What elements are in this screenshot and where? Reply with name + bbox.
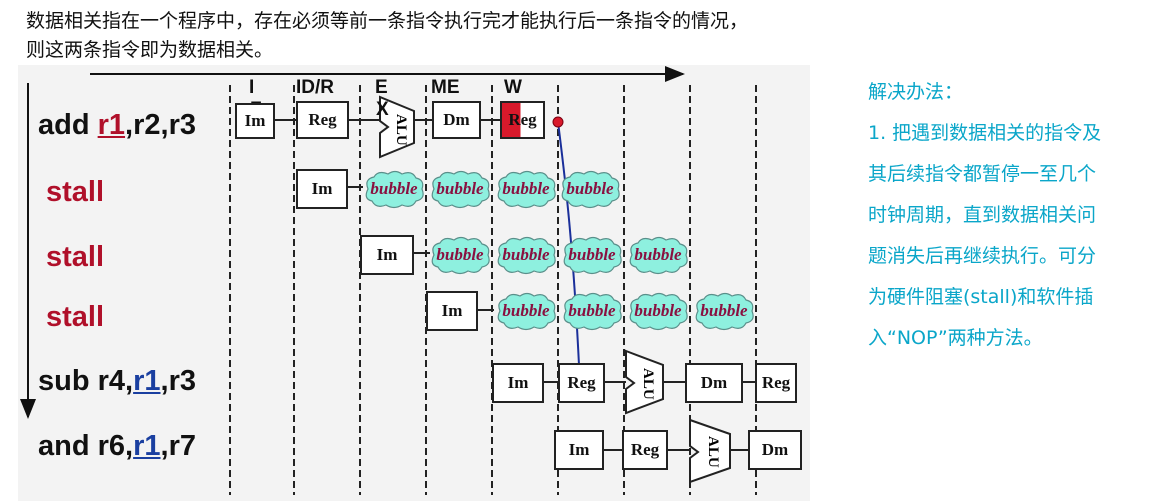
instruction-and: and r6,r1,r7 bbox=[38, 430, 196, 463]
bubble-label: bubble bbox=[436, 245, 484, 264]
instruction-sub-operands: ,r3 bbox=[160, 365, 196, 397]
alu-shape-row1 bbox=[379, 95, 415, 159]
alu-label-row6: ALU bbox=[705, 436, 721, 468]
bubble-cloud-shape bbox=[497, 236, 556, 275]
cycle-separators bbox=[229, 85, 757, 495]
stage-label-if: I bbox=[249, 77, 255, 98]
bubble-label: bubble bbox=[436, 179, 484, 198]
stage-label-ex: E bbox=[375, 77, 388, 98]
instruction-stall-2: stall bbox=[46, 241, 105, 273]
dm-unit-row5: Dm bbox=[685, 363, 743, 403]
alu-shape-row5 bbox=[625, 349, 664, 415]
heading-line-2: 则这两条指令即为数据相关。 bbox=[26, 39, 274, 61]
bubble-4: bubble bbox=[558, 169, 622, 209]
pipeline-lines bbox=[20, 66, 757, 495]
bubble-cloud-shape bbox=[561, 170, 620, 209]
bubble-label: bubble bbox=[568, 245, 616, 264]
im-unit-row6: Im bbox=[554, 430, 604, 470]
alu-label-row1: ALU bbox=[393, 114, 409, 146]
bubble-cloud-shape bbox=[497, 170, 556, 209]
bubble-label: bubble bbox=[502, 301, 550, 320]
hazard-origin-dot bbox=[552, 116, 564, 128]
instruction-and-op: and r6, bbox=[38, 430, 134, 462]
solution-title: 解决办法： bbox=[868, 81, 964, 103]
alu-label-row5: ALU bbox=[640, 368, 656, 400]
solution-panel: 解决办法： 1. 把遇到数据相关的指令及 其后续指令都暂停一至几个 时钟周期，直… bbox=[868, 72, 1168, 359]
instruction-stall-1: stall bbox=[46, 176, 105, 208]
bubble-cloud-shape bbox=[365, 170, 424, 209]
im-unit-row1: Im bbox=[235, 103, 275, 139]
im-unit-row2: Im bbox=[296, 169, 348, 209]
pipeline-diagram: I F ID/R F E X ME M W B add r1,r2,r3 sta… bbox=[18, 65, 810, 501]
instruction-add-operands: ,r2,r3 bbox=[125, 109, 196, 141]
instruction-sub-op: sub r4, bbox=[38, 365, 134, 397]
instruction-sub: sub r4,r1,r3 bbox=[38, 365, 196, 398]
instruction-and-operands: ,r7 bbox=[160, 430, 196, 462]
bubble-label: bubble bbox=[634, 301, 682, 320]
bubble-label: bubble bbox=[568, 301, 616, 320]
bubble-cloud-shape bbox=[629, 236, 688, 275]
dm-unit-row1: Dm bbox=[432, 101, 481, 139]
bubble-label: bubble bbox=[502, 245, 550, 264]
bubble-cloud-shape bbox=[629, 292, 688, 331]
bubble-label: bubble bbox=[370, 179, 418, 198]
bubble-12: bubble bbox=[692, 291, 756, 331]
bubble-2: bubble bbox=[428, 169, 492, 209]
stage-label-wb: W bbox=[504, 77, 522, 98]
bubble-cloud-shape bbox=[563, 236, 622, 275]
bubble-6: bubble bbox=[494, 235, 558, 275]
bubble-cloud-shape bbox=[497, 292, 556, 331]
stage-label-ex-2: X bbox=[376, 99, 389, 120]
stage-label-mem: ME bbox=[431, 77, 460, 98]
stage-label-id: ID/R bbox=[296, 77, 334, 98]
solution-line-5: 为硬件阻塞(stall)和软件插 bbox=[868, 286, 1094, 308]
reg-unit-row6: Reg bbox=[622, 430, 668, 470]
bubble-8: bubble bbox=[626, 235, 690, 275]
bubble-cloud-shape bbox=[563, 292, 622, 331]
alu-shape-row6 bbox=[689, 418, 731, 484]
reg-unit-row1: Reg bbox=[296, 101, 349, 139]
bubble-3: bubble bbox=[494, 169, 558, 209]
bubble-7: bubble bbox=[560, 235, 624, 275]
instruction-sub-src: r1 bbox=[133, 365, 161, 397]
reg-unit-row5: Reg bbox=[558, 363, 605, 403]
solution-line-6: 入“NOP”两种方法。 bbox=[868, 327, 1043, 349]
solution-line-1: 1. 把遇到数据相关的指令及 bbox=[868, 122, 1102, 144]
bubble-label: bubble bbox=[566, 179, 614, 198]
im-unit-row3: Im bbox=[360, 235, 414, 275]
dm-unit-row6: Dm bbox=[748, 430, 802, 470]
bubble-label: bubble bbox=[634, 245, 682, 264]
instruction-stall-3: stall bbox=[46, 301, 105, 333]
bubble-9: bubble bbox=[494, 291, 558, 331]
instruction-add: add r1,r2,r3 bbox=[38, 109, 196, 142]
instruction-and-src: r1 bbox=[133, 430, 161, 462]
heading-line-1: 数据相关指在一个程序中，存在必须等前一条指令执行完才能执行后一条指令的情况， bbox=[26, 10, 749, 32]
bubble-cloud-shape bbox=[431, 236, 490, 275]
solution-line-2: 其后续指令都暂停一至几个 bbox=[868, 163, 1097, 185]
solution-line-4: 题消失后再继续执行。可分 bbox=[868, 245, 1097, 267]
bubble-cloud-shape bbox=[695, 292, 754, 331]
solution-line-3: 时钟周期，直到数据相关问 bbox=[868, 204, 1097, 226]
im-unit-row5: Im bbox=[492, 363, 544, 403]
bubble-label: bubble bbox=[700, 301, 748, 320]
instruction-add-op: add bbox=[38, 109, 98, 141]
bubble-5: bubble bbox=[428, 235, 492, 275]
instruction-add-dest: r1 bbox=[97, 109, 126, 141]
bubble-10: bubble bbox=[560, 291, 624, 331]
reg-unit-row5-wb: Reg bbox=[755, 363, 797, 403]
reg-writeback-row1: Reg bbox=[500, 101, 545, 139]
im-unit-row4: Im bbox=[426, 291, 478, 331]
bubble-label: bubble bbox=[502, 179, 550, 198]
bubble-11: bubble bbox=[626, 291, 690, 331]
bubble-cloud-shape bbox=[431, 170, 490, 209]
bubble-1: bubble bbox=[362, 169, 426, 209]
